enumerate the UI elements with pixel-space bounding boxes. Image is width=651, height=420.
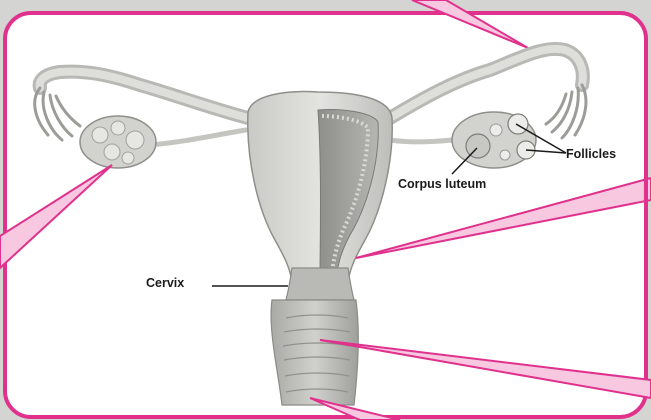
label-corpus-luteum: Corpus luteum: [398, 178, 486, 191]
ovarian-ligament-right: [390, 140, 452, 142]
label-follicles: Follicles: [566, 148, 616, 161]
ovary-right: [452, 112, 536, 168]
cervix-shape: [286, 268, 354, 300]
ovary-left: [80, 116, 156, 168]
label-cervix: Cervix: [146, 277, 184, 290]
